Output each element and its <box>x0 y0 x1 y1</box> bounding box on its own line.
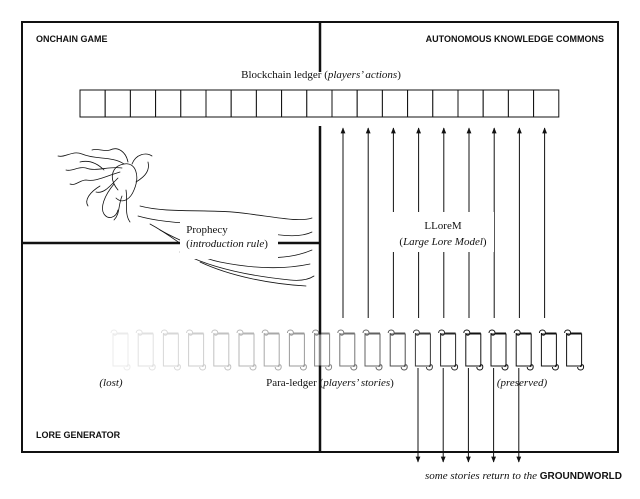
ledger-block <box>155 89 182 118</box>
llorem-label-bg <box>392 212 494 252</box>
region-label-onchain-game: ONCHAIN GAME <box>36 34 108 44</box>
ledger-block <box>482 89 509 118</box>
story-scroll <box>438 329 459 371</box>
story-scroll <box>564 329 585 371</box>
lost-label: (lost) <box>99 377 123 389</box>
story-scroll <box>362 329 383 371</box>
blockchain-ledger <box>79 89 560 118</box>
ledger-block <box>129 89 157 118</box>
region-label-knowledge-commons: AUTONOMOUS KNOWLEDGE COMMONS <box>426 34 604 44</box>
ledger-title: Blockchain ledger (players’ actions) <box>241 69 401 81</box>
ledger-block <box>306 89 333 118</box>
prophecy-title: Prophecy <box>186 224 228 236</box>
llorem-title: LLoreM <box>424 220 461 232</box>
story-scroll <box>286 329 307 371</box>
downward-arrows <box>415 368 522 463</box>
story-scroll <box>488 329 509 371</box>
groundworld-caption: some stories return to the GROUNDWORLD <box>425 470 622 482</box>
prophecy-label-bg <box>180 219 278 259</box>
ledger-block <box>180 89 207 118</box>
story-scroll <box>261 329 282 371</box>
ledger-block <box>432 89 459 118</box>
prophecy-spirit-drawing <box>57 148 315 287</box>
ledger-block <box>457 89 484 118</box>
para-ledger-label: Para-ledger (players’ stories) <box>266 377 394 389</box>
region-label-lore-generator: LORE GENERATOR <box>36 430 121 440</box>
ledger-block <box>331 89 358 118</box>
story-scroll <box>463 329 484 371</box>
story-scroll <box>387 329 408 371</box>
ledger-block <box>255 89 283 118</box>
story-scroll <box>236 329 257 371</box>
story-scroll <box>513 329 534 371</box>
story-scroll <box>211 329 232 371</box>
ledger-block <box>281 89 308 118</box>
ledger-block <box>104 89 131 118</box>
story-scroll <box>312 329 333 371</box>
story-scroll <box>538 329 559 371</box>
story-scroll <box>337 329 358 371</box>
para-ledger-scrolls <box>110 329 585 371</box>
ledger-block <box>381 89 409 118</box>
llorem-subtitle: (Large Lore Model) <box>399 236 487 248</box>
story-scroll <box>110 329 131 371</box>
ledger-block <box>230 89 257 118</box>
ledger-block <box>533 89 560 118</box>
ledger-block <box>356 89 383 118</box>
preserved-label: (preserved) <box>497 377 548 389</box>
ledger-block <box>79 89 106 118</box>
story-scroll <box>160 329 181 371</box>
story-scroll <box>412 329 433 371</box>
ledger-block <box>507 89 535 118</box>
story-scroll <box>186 329 207 371</box>
ledger-block <box>205 89 232 118</box>
story-scroll <box>135 329 156 371</box>
prophecy-subtitle: (introduction rule) <box>186 238 268 250</box>
ledger-block <box>407 89 434 118</box>
